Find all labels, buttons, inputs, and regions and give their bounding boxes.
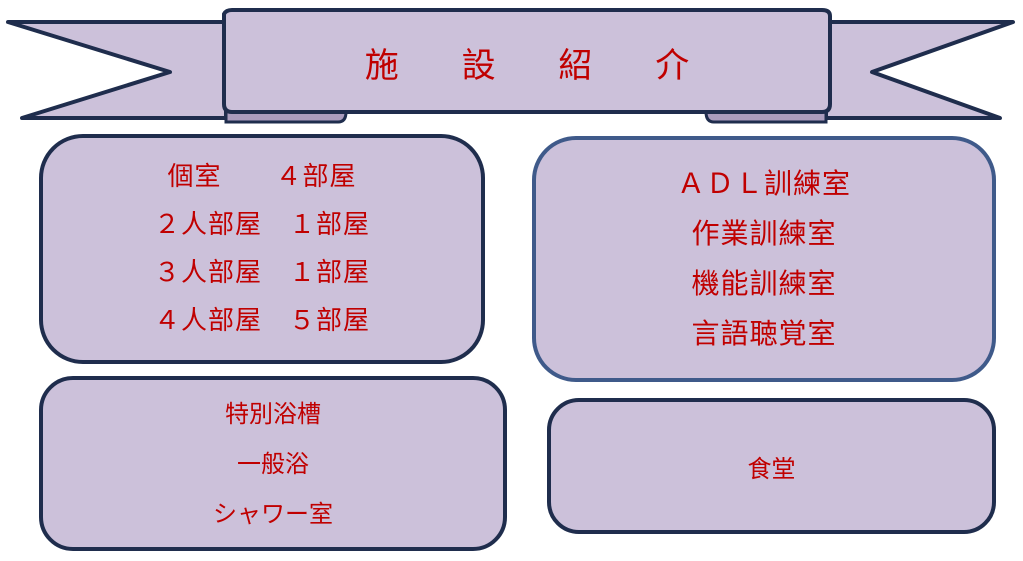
ribbon-left-tail bbox=[6, 20, 228, 120]
bath-line-special: 特別浴槽 bbox=[225, 399, 321, 428]
training-line-speech: 言語聴覚室 bbox=[691, 317, 837, 350]
bath-panel: 特別浴槽 一般浴 シャワー室 bbox=[39, 376, 507, 551]
ribbon-right-tail bbox=[824, 20, 1015, 120]
dining-panel: 食堂 bbox=[547, 398, 996, 534]
training-rooms-panel: ＡＤＬ訓練室 作業訓練室 機能訓練室 言語聴覚室 bbox=[532, 136, 996, 382]
dining-label: 食堂 bbox=[747, 454, 796, 483]
training-line-occupational: 作業訓練室 bbox=[691, 217, 837, 250]
room-line-double: ２人部屋 １部屋 bbox=[153, 210, 370, 240]
rooms-panel: 個室 ４部屋 ２人部屋 １部屋 ３人部屋 １部屋 ４人部屋 ５部屋 bbox=[39, 134, 485, 364]
bath-line-shower: シャワー室 bbox=[213, 499, 333, 528]
training-line-functional: 機能訓練室 bbox=[691, 267, 837, 300]
ribbon-main-band bbox=[222, 8, 832, 114]
room-line-quad: ４人部屋 ５部屋 bbox=[153, 306, 370, 336]
training-line-adl: ＡＤＬ訓練室 bbox=[676, 167, 851, 200]
bath-line-general: 一般浴 bbox=[237, 449, 309, 478]
room-line-triple: ３人部屋 １部屋 bbox=[153, 258, 370, 288]
title-ribbon-banner bbox=[6, 8, 1015, 124]
room-line-private: 個室 ４部屋 bbox=[167, 162, 357, 192]
page-title: 施 設 紹 介 bbox=[364, 45, 716, 86]
